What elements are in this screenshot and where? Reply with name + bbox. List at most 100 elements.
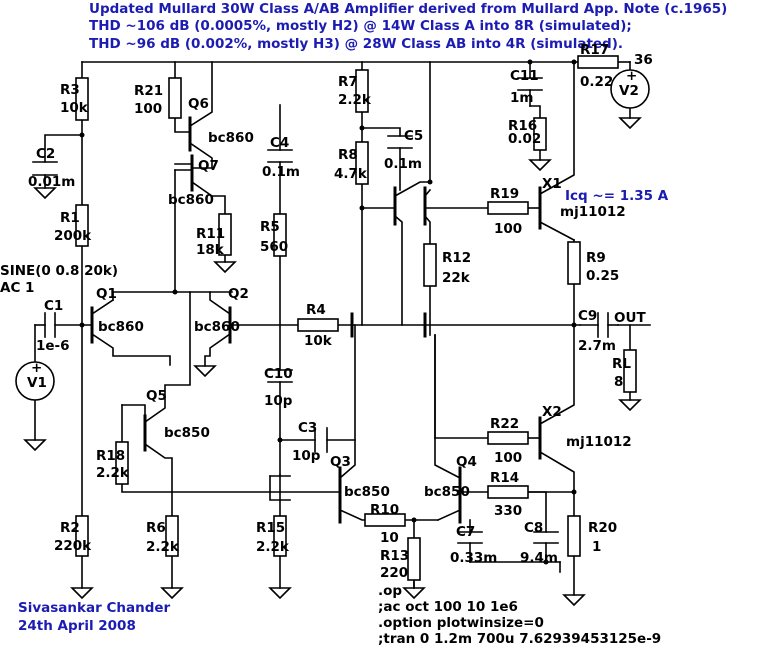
svg-text:0.25: 0.25 xyxy=(586,268,619,284)
resistor-rl xyxy=(623,349,637,393)
svg-text:22k: 22k xyxy=(442,270,471,286)
capacitor-c8 xyxy=(533,531,559,544)
svg-text:100: 100 xyxy=(134,101,162,117)
svg-text:9.4m: 9.4m xyxy=(520,550,558,566)
svg-text:bc850: bc850 xyxy=(424,484,470,500)
svg-text:X1: X1 xyxy=(542,176,562,192)
capacitor-c9 xyxy=(579,312,619,338)
svg-text:C1: C1 xyxy=(44,298,63,314)
svg-text:AC 1: AC 1 xyxy=(0,280,34,296)
svg-text:0.33m: 0.33m xyxy=(450,550,497,566)
resistor-r3 xyxy=(75,77,89,121)
svg-text:10p: 10p xyxy=(264,393,293,409)
svg-text:330: 330 xyxy=(494,503,522,519)
svg-text:C3: C3 xyxy=(298,420,317,436)
svg-text:2.2k: 2.2k xyxy=(146,539,180,555)
resistor-r10 xyxy=(364,513,406,527)
svg-text:C11: C11 xyxy=(510,68,539,84)
resistor-r18 xyxy=(115,441,129,485)
svg-text:560: 560 xyxy=(260,239,288,255)
svg-text:R19: R19 xyxy=(490,186,519,202)
resistor-r22 xyxy=(487,431,529,445)
svg-text:Q4: Q4 xyxy=(456,454,477,470)
svg-text:8: 8 xyxy=(614,374,623,390)
svg-text:R10: R10 xyxy=(370,502,399,518)
svg-text:2.2k: 2.2k xyxy=(256,539,290,555)
svg-text:X2: X2 xyxy=(542,404,562,420)
svg-text:0.1m: 0.1m xyxy=(384,156,422,172)
resistor-r7 xyxy=(355,69,369,113)
transistor-bars xyxy=(90,116,542,524)
resistor-r19 xyxy=(487,201,529,215)
svg-text:R8: R8 xyxy=(338,147,358,163)
svg-text:Q7: Q7 xyxy=(198,158,219,174)
capacitor-c3 xyxy=(314,427,328,453)
svg-text:100: 100 xyxy=(494,221,522,237)
author-name: Sivasankar Chander xyxy=(18,600,171,616)
svg-text:1: 1 xyxy=(592,539,601,555)
svg-text:R14: R14 xyxy=(490,470,519,486)
svg-text:0.1m: 0.1m xyxy=(262,164,300,180)
svg-text:C5: C5 xyxy=(404,128,423,144)
title-block: Updated Mullard 30W Class A/AB Amplifier… xyxy=(89,1,727,52)
svg-text:2.2k: 2.2k xyxy=(96,465,130,481)
resistor-r2 xyxy=(75,515,89,557)
svg-text:+: + xyxy=(626,68,637,84)
resistor-r4 xyxy=(297,318,339,332)
svg-text:R9: R9 xyxy=(586,250,606,266)
svg-text:R13: R13 xyxy=(380,548,409,564)
svg-text:R17: R17 xyxy=(580,42,609,58)
resistor-r15 xyxy=(273,515,287,557)
svg-text:SINE(0 0.8 20k): SINE(0 0.8 20k) xyxy=(0,263,118,279)
svg-text:C10: C10 xyxy=(264,366,293,382)
title-line-3: THD ~96 dB (0.002%, mostly H3) @ 28W Cla… xyxy=(89,36,623,52)
svg-text:bc860: bc860 xyxy=(168,192,214,208)
svg-text:+: + xyxy=(31,360,42,376)
author-block: Sivasankar Chander 24th April 2008 xyxy=(18,600,171,634)
capacitor-c1 xyxy=(44,312,56,338)
resistor-r1 xyxy=(75,204,89,247)
svg-text:10k: 10k xyxy=(304,333,333,349)
svg-text:4.7k: 4.7k xyxy=(334,166,368,182)
svg-text:10: 10 xyxy=(380,530,399,546)
svg-text:220k: 220k xyxy=(54,538,92,554)
svg-text:R16: R16 xyxy=(508,118,537,134)
title-line-2: THD ~106 dB (0.0005%, mostly H2) @ 14W C… xyxy=(89,18,632,34)
svg-text:R15: R15 xyxy=(256,520,285,536)
svg-text:36: 36 xyxy=(634,52,653,68)
spice-directives: .op ;ac oct 100 10 1e6 .option plotwinsi… xyxy=(378,583,661,647)
svg-text:bc860: bc860 xyxy=(194,319,240,335)
resistor-r21 xyxy=(168,77,182,119)
svg-text:0.01m: 0.01m xyxy=(28,174,75,190)
svg-text:V2: V2 xyxy=(619,83,639,99)
svg-text:C2: C2 xyxy=(36,146,55,162)
resistor-r17 xyxy=(577,55,619,69)
resistor-r6 xyxy=(165,515,179,557)
capacitor-c11 xyxy=(517,77,543,91)
svg-text:R6: R6 xyxy=(146,520,166,536)
voltage-source-v1: V1 + xyxy=(15,360,55,401)
svg-text:0.02: 0.02 xyxy=(508,131,541,147)
svg-text:R1: R1 xyxy=(60,210,80,226)
resistor-r20 xyxy=(567,515,581,557)
svg-text:Q1: Q1 xyxy=(96,286,117,302)
directive-op: .op xyxy=(378,583,402,599)
svg-text:Q3: Q3 xyxy=(330,454,351,470)
svg-text:220: 220 xyxy=(380,565,408,581)
resistor-r11 xyxy=(218,213,232,256)
svg-text:1m: 1m xyxy=(510,90,533,106)
svg-text:C9: C9 xyxy=(578,308,597,324)
svg-text:R2: R2 xyxy=(60,520,80,536)
svg-text:Q6: Q6 xyxy=(188,96,209,112)
resistor-r8 xyxy=(355,141,369,185)
voltage-source-v2: V2 + xyxy=(610,68,650,109)
resistor-r16 xyxy=(533,117,547,151)
svg-text:1e-6: 1e-6 xyxy=(36,338,70,354)
directive-tran: ;tran 0 1.2m 700u 7.62939453125e-9 xyxy=(378,631,661,647)
resistor-r5 xyxy=(273,213,287,257)
svg-text:R22: R22 xyxy=(490,416,519,432)
resistor-r14 xyxy=(487,485,529,499)
svg-text:V1: V1 xyxy=(27,375,47,391)
svg-text:mj11012: mj11012 xyxy=(560,204,626,220)
